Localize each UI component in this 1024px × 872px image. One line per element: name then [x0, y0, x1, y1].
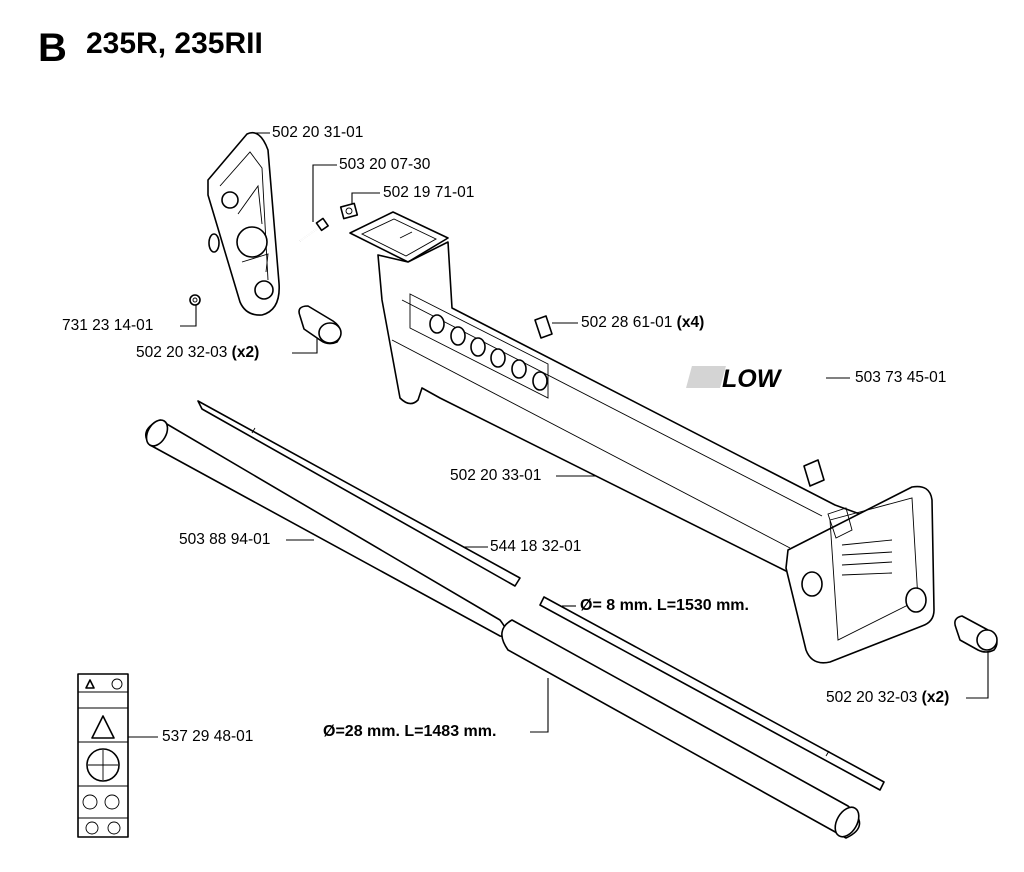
low-decal-text: LOW [722, 365, 783, 393]
part-label: 503 20 07-30 [339, 156, 431, 173]
bolt [299, 217, 329, 242]
leader-503-20-07-30 [312, 164, 337, 222]
nut [189, 294, 201, 306]
leader-731-23-14-01 [180, 303, 197, 327]
part-label: 502 19 71-01 [383, 184, 475, 201]
tube-clip [534, 315, 825, 487]
part-label: 502 20 31-01 [272, 124, 364, 141]
warning-decal [77, 673, 129, 838]
part-label: 544 18 32-01 [490, 538, 582, 555]
section-letter: B [38, 26, 67, 70]
square-nut [339, 202, 359, 220]
part-label: 502 20 32-03 (x2) [826, 689, 950, 706]
part-label: 503 73 45-01 [855, 369, 947, 386]
part-label: 502 28 61-01 (x4) [581, 314, 705, 331]
handle-cap-right [954, 615, 998, 653]
handle-cap-left [298, 305, 342, 345]
clamp-half [207, 131, 280, 316]
leader-502-19-71-01 [351, 192, 380, 205]
leader-dim-28mm [530, 678, 549, 733]
handle-housing [349, 211, 935, 664]
leader-502-20-32-03-right [966, 648, 989, 699]
part-label: 502 20 33-01 [450, 467, 542, 484]
dimension-label: Ø=28 mm. L=1483 mm. [323, 723, 497, 740]
part-label: 537 29 48-01 [162, 728, 254, 745]
part-label: 731 23 14-01 [62, 317, 154, 334]
drive-shaft-lower [539, 596, 885, 791]
outer-tube-lower [501, 619, 861, 839]
drive-shaft-upper [197, 400, 521, 587]
part-label: 502 20 32-03 (x2) [136, 344, 260, 361]
leader-502-20-32-03-left [292, 338, 318, 354]
page-title: 235R, 235RII [86, 27, 263, 60]
low-decal: LOW [686, 365, 783, 393]
dimension-label: Ø= 8 mm. L=1530 mm. [580, 597, 749, 614]
outer-tube-upper [144, 419, 509, 638]
part-label: 503 88 94-01 [179, 531, 271, 548]
